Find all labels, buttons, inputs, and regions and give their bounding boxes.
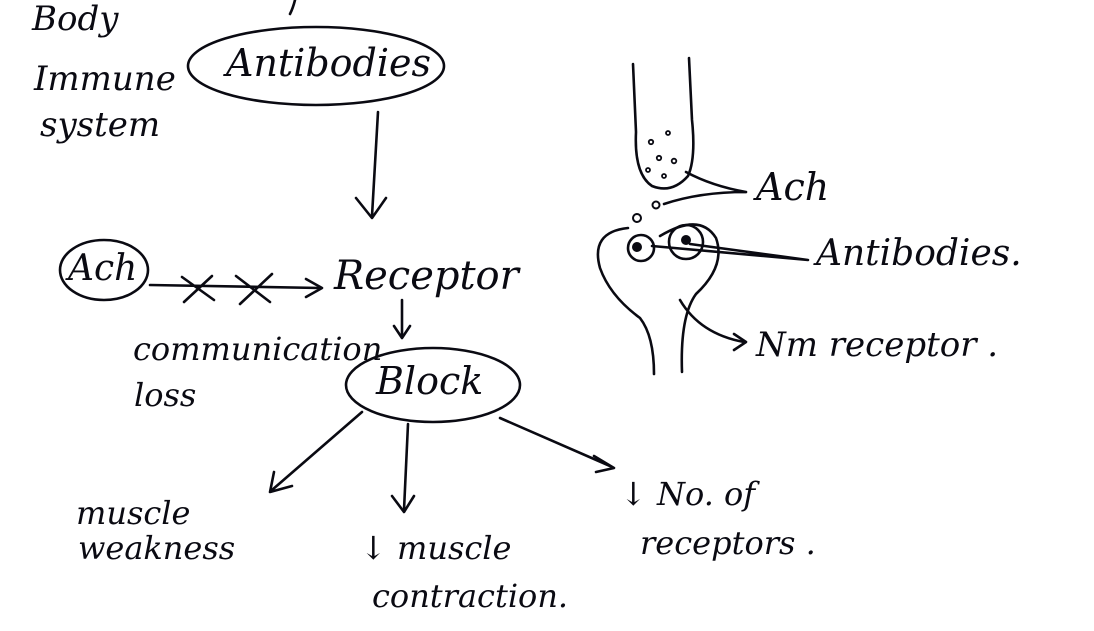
arrow-to-no-of-receptors xyxy=(500,418,610,466)
communication-label-line2: loss xyxy=(134,379,196,411)
communication-label-line1: communication xyxy=(133,333,382,365)
ach-node-label: Ach xyxy=(68,251,137,287)
antibodies-node-label: Antibodies xyxy=(226,44,431,82)
synapse-label-antibodies: Antibodies. xyxy=(816,236,1022,272)
receptor-bound-ach xyxy=(632,242,642,252)
outcome-1-line1: muscle xyxy=(76,497,190,529)
arrow-antibodies-to-receptor xyxy=(372,112,378,216)
source-label-system: system xyxy=(40,108,160,142)
source-label-body: Body xyxy=(32,2,118,36)
outcome-3-line2: receptors . xyxy=(640,527,816,559)
vesicles xyxy=(633,131,676,222)
arrow-ach-to-receptor xyxy=(150,285,320,288)
top-edge-stroke xyxy=(290,0,295,14)
arrow-to-muscle-contraction xyxy=(404,424,408,510)
postsynaptic-membrane xyxy=(598,228,654,374)
presynaptic-terminal xyxy=(633,58,693,188)
arrowhead-antibodies-to-receptor xyxy=(356,198,386,218)
outcome-1-line2: weakness xyxy=(78,532,235,564)
arrow-to-muscle-weakness xyxy=(272,412,362,490)
source-label-immune: Immune xyxy=(34,62,176,96)
synapse-label-ach: Ach xyxy=(756,168,829,206)
leader-antibodies xyxy=(652,244,808,260)
block-x-mark-2 xyxy=(236,274,272,304)
leader-ach xyxy=(664,172,746,204)
block-node-label: Block xyxy=(376,362,483,400)
outcome-2-line2: contraction. xyxy=(372,580,568,612)
receptor-node-label: Receptor xyxy=(334,256,519,296)
outcome-2-line1: ↓ muscle xyxy=(360,532,511,564)
outcome-3-line1: ↓ No. of xyxy=(620,478,755,510)
block-x-mark-1 xyxy=(182,276,214,302)
synapse-label-nm-receptor: Nm receptor . xyxy=(756,328,998,362)
